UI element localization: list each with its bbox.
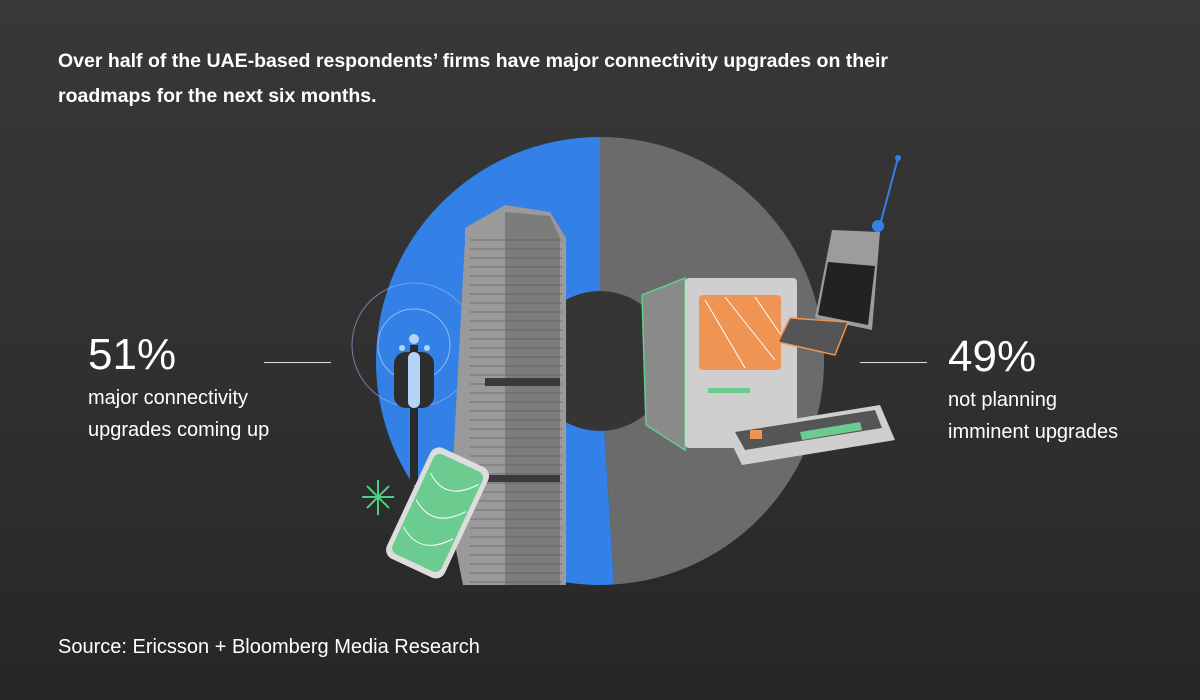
retro-computer-illustration xyxy=(641,276,895,465)
antenna-icon xyxy=(351,282,477,485)
left-divider xyxy=(264,362,331,363)
stat-no-upgrades: 49% not planning imminent upgrades xyxy=(948,332,1118,448)
smartphone-illustration xyxy=(386,447,490,579)
right-divider xyxy=(860,362,927,363)
sparkle-icon xyxy=(362,480,394,515)
flip-phone-illustration xyxy=(776,155,901,356)
stat-no-upgrades-line1: not planning xyxy=(948,389,1057,411)
stat-no-upgrades-percent: 49% xyxy=(948,332,1037,381)
stat-upgrades: 51% major connectivity upgrades coming u… xyxy=(88,330,269,446)
source-note: Source: Ericsson + Bloomberg Media Resea… xyxy=(58,636,480,658)
stat-upgrades-line1: major connectivity xyxy=(88,387,249,409)
stat-no-upgrades-line2: imminent upgrades xyxy=(948,421,1119,443)
stat-upgrades-percent: 51% xyxy=(88,330,177,379)
skyscraper-illustration xyxy=(450,205,566,585)
stat-upgrades-line2: upgrades coming up xyxy=(88,419,270,441)
chart-title: Over half of the UAE-based respondents’ … xyxy=(58,50,889,107)
